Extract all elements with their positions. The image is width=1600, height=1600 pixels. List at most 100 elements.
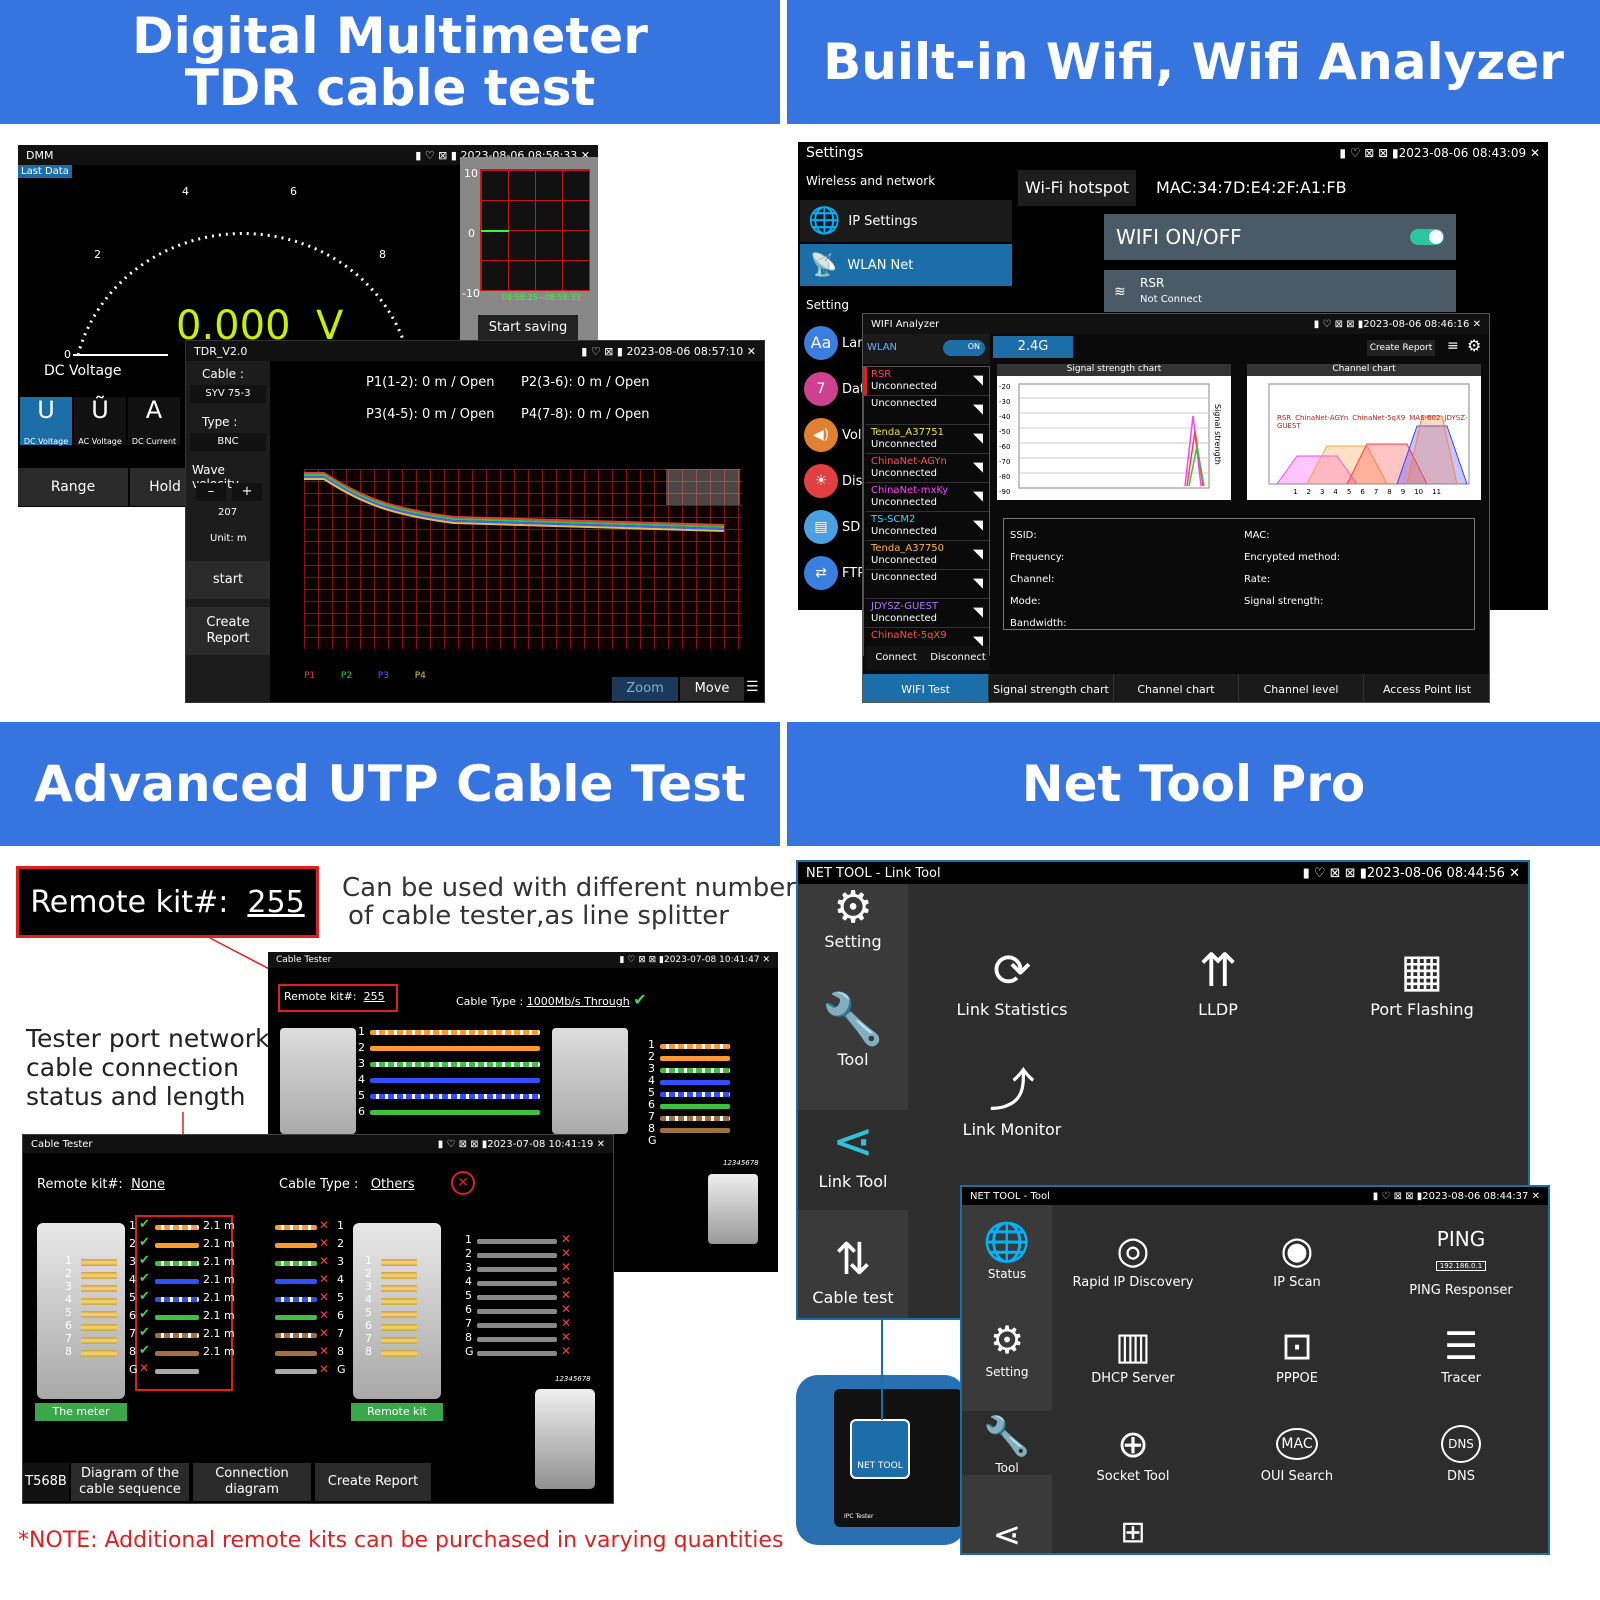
wire-pair [477,1351,557,1356]
pppoe-tile[interactable]: ⊡PPPOE [1222,1321,1372,1386]
socket-tool-label: Socket Tool [1096,1469,1170,1484]
tab-signal-strength[interactable]: Signal strength chart [989,674,1114,702]
ftp-icon[interactable]: ⇄ [804,556,838,590]
start-button[interactable]: start [186,561,270,599]
type-select[interactable]: BNC [190,433,266,451]
wlan-toggle[interactable]: ON [943,340,985,356]
rapid-ip-discovery-tile[interactable]: ◎Rapid IP Discovery [1058,1225,1208,1290]
side-tool[interactable]: 🔧Tool [798,988,908,1088]
wifi-hotspot-button[interactable]: Wi-Fi hotspot [1018,170,1136,206]
wire-pair [370,1030,540,1035]
tdr-waveform [304,469,740,532]
language-icon[interactable]: Aa [804,326,838,360]
create-report-button[interactable]: Create Report [315,1463,431,1501]
ip-settings-item[interactable]: 🌐IP Settings [800,200,1012,242]
language-item[interactable]: Lan [842,336,866,351]
connection-diagram-button[interactable]: Connection diagram [193,1463,311,1501]
link-monitor-tile[interactable]: ⤴Link Monitor [922,1060,1102,1139]
close-icon[interactable]: ✕ [746,344,756,358]
last-data-badge[interactable]: Last Data [18,165,72,178]
move-button[interactable]: Move [680,677,744,701]
close-icon[interactable]: ✕ [580,148,590,162]
wire-pair [155,1225,199,1230]
volume-item[interactable]: Vol [842,428,862,443]
display-icon[interactable]: ☀ [804,464,838,498]
tab-access-point-list[interactable]: Access Point list [1364,674,1489,702]
tab-channel-chart[interactable]: Channel chart [1114,674,1239,702]
network-list-item[interactable]: Unconnected◥ [864,396,989,425]
side-share[interactable]: ⋖ [962,1515,1052,1553]
dns-icon-text: DNS [1441,1425,1481,1463]
network-computer-tile[interactable]: ⊞ [1058,1513,1208,1553]
zoom-button[interactable]: Zoom [612,677,678,701]
gear-icon[interactable]: ⚙ [1467,336,1482,355]
socket-tool-tile[interactable]: ⊕Socket Tool [1058,1419,1208,1484]
analyzer-title: WIFI Analyzer [871,318,940,330]
start-saving-button[interactable]: Start saving [478,315,578,341]
range-button[interactable]: Range [18,468,128,506]
volume-icon[interactable]: ◀) [804,418,838,452]
rsr-network-row[interactable]: ≋ RSR Not Connect [1104,270,1456,312]
wire-length: 2.1 m [203,1255,235,1268]
link-statistics-tile[interactable]: ⟳Link Statistics [922,940,1102,1019]
pin-number: 2 [65,1267,72,1280]
side-link-tool[interactable]: ⋖Link Tool [798,1110,908,1210]
tracer-tile[interactable]: ☰Tracer [1386,1321,1536,1386]
side-tool-2[interactable]: 🔧Tool [962,1411,1052,1475]
tab-wifi-test[interactable]: WIFI Test [863,674,989,702]
velocity-decrease-button[interactable]: – [196,483,226,501]
side-setting[interactable]: ⚙Setting [798,884,908,970]
pin-number: 7 [65,1332,72,1345]
wifi-toggle-row[interactable]: WIFI ON/OFF [1104,214,1456,260]
wifi-signal-icon: ≋ [1114,284,1126,300]
calendar-icon[interactable]: 7 [804,372,838,406]
create-report-button[interactable]: Create Report [1367,340,1435,356]
connect-button[interactable]: Connect [865,646,927,670]
close-icon[interactable]: ✕ [762,955,770,965]
network-list-item[interactable]: Unconnected◥ [864,570,989,599]
disconnect-button[interactable]: Disconnect [927,646,989,670]
wlan-net-item[interactable]: 📡WLAN Net [800,244,1012,286]
sd-item[interactable]: SD [842,520,861,535]
filter-icon[interactable]: ≡ [1447,338,1459,354]
port-flashing-tile[interactable]: ▦Port Flashing [1332,940,1512,1019]
close-icon[interactable]: ✕ [596,1138,605,1150]
side-setting-2[interactable]: ⚙Setting [962,1315,1052,1379]
menu-icon[interactable]: ☰ [746,679,759,695]
display-item[interactable]: Dis [842,474,863,489]
side-status[interactable]: 🌐Status [962,1217,1052,1281]
date-item[interactable]: Dat [842,382,866,397]
t568b-label[interactable]: T568B [23,1463,69,1501]
close-icon[interactable]: ✕ [1509,865,1520,881]
side-cable-test[interactable]: ⇅Cable test [798,1232,908,1318]
close-icon[interactable]: ✕ [1531,1190,1540,1202]
tab-channel-level[interactable]: Channel level [1239,674,1364,702]
cable-select[interactable]: SYV 75-3 [190,385,266,403]
wifi-toggle-switch[interactable] [1410,229,1444,245]
create-report-button[interactable]: Create Report [186,607,270,655]
dhcp-server-tile[interactable]: ▥DHCP Server [1058,1321,1208,1386]
close-icon[interactable]: ✕ [1529,146,1540,160]
ftp-item[interactable]: FTP [842,566,866,581]
velocity-increase-button[interactable]: + [232,483,262,501]
ip-scan-tile[interactable]: ◉IP Scan [1222,1225,1372,1290]
band-selector[interactable]: 2.4G [993,336,1073,358]
close-icon[interactable]: ✕ [1472,318,1481,330]
lldp-tile[interactable]: ⇈LLDP [1128,940,1308,1019]
cable-sequence-button[interactable]: Diagram of the cable sequence [71,1463,189,1501]
sd-card-icon[interactable]: ▤ [804,510,838,544]
tdr-sidebar: Cable : SYV 75-3 Type : BNC Wave velocit… [186,361,270,702]
